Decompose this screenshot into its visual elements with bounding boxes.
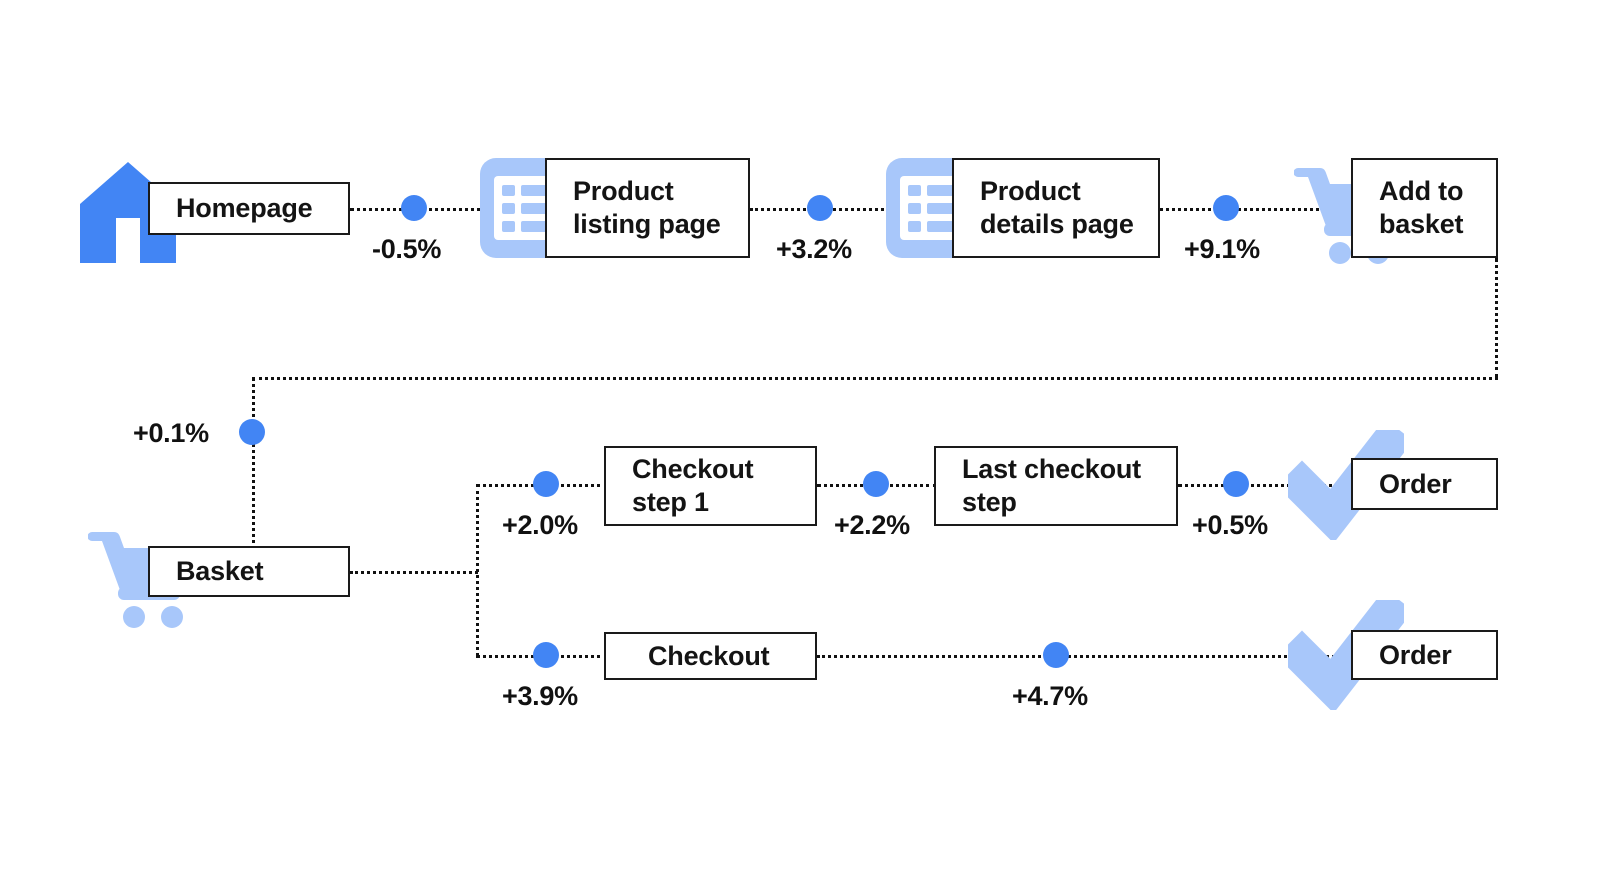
node-order-bottom[interactable]: Order	[1351, 630, 1498, 680]
node-label-checkout: Checkout	[648, 640, 770, 671]
connector-basket-horizontal	[252, 377, 1498, 380]
transition-label-basket-to-checkout: +3.9%	[502, 681, 578, 711]
step-dot-checkout-to-order[interactable]	[1043, 642, 1069, 668]
transition-label-details-to-basket: +9.1%	[1184, 234, 1260, 264]
node-checkout[interactable]: Checkout	[604, 632, 817, 680]
transition-label-add-to-basket-to-basket: +0.1%	[133, 418, 209, 448]
node-label-add-to-basket: Add to basket	[1379, 176, 1464, 239]
step-dot-basket-to-checkout1[interactable]	[533, 471, 559, 497]
step-dot-add-to-basket-to-basket[interactable]	[239, 419, 265, 445]
connector-basket-out	[350, 571, 478, 574]
node-label-order-bottom: Order	[1379, 639, 1452, 670]
node-label-checkout-step-1: Checkout step 1	[632, 454, 754, 517]
node-label-product-listing-page: Product listing page	[573, 176, 721, 239]
connector-basket-vertical-left	[252, 377, 255, 557]
node-label-order-top: Order	[1379, 468, 1452, 499]
node-label-homepage: Homepage	[176, 193, 313, 224]
step-dot-basket-to-checkout[interactable]	[533, 642, 559, 668]
connector-home-to-listing	[350, 208, 548, 211]
step-dot-listing-to-details[interactable]	[807, 195, 833, 221]
connector-basket-vertical-right	[1495, 258, 1498, 378]
transition-label-basket-to-checkout1: +2.0%	[502, 510, 578, 540]
node-checkout-step-1[interactable]: Checkout step 1	[604, 446, 817, 526]
node-label-basket: Basket	[176, 556, 264, 587]
connector-branch-vertical	[476, 484, 479, 656]
node-homepage[interactable]: Homepage	[148, 182, 350, 235]
transition-label-checkout-to-order: +4.7%	[1012, 681, 1088, 711]
node-last-checkout-step[interactable]: Last checkout step	[934, 446, 1178, 526]
step-dot-home-to-listing[interactable]	[401, 195, 427, 221]
connector-listing-to-details	[750, 208, 955, 211]
node-label-last-checkout-step: Last checkout step	[962, 454, 1141, 517]
step-dot-details-to-basket[interactable]	[1213, 195, 1239, 221]
node-label-product-details-page: Product details page	[980, 176, 1134, 239]
transition-label-last-to-order: +0.5%	[1192, 510, 1268, 540]
transition-label-checkout1-to-last: +2.2%	[834, 510, 910, 540]
connector-checkout-to-order	[817, 655, 1359, 658]
node-product-listing-page[interactable]: Product listing page	[545, 158, 750, 258]
transition-label-listing-to-details: +3.2%	[776, 234, 852, 264]
step-dot-last-to-order[interactable]	[1223, 471, 1249, 497]
step-dot-checkout1-to-last[interactable]	[863, 471, 889, 497]
node-add-to-basket[interactable]: Add to basket	[1351, 158, 1498, 258]
node-product-details-page[interactable]: Product details page	[952, 158, 1160, 258]
connector-last-to-order	[1178, 484, 1358, 487]
transition-label-home-to-listing: -0.5%	[372, 234, 442, 264]
node-order-top[interactable]: Order	[1351, 458, 1498, 510]
connector-details-to-basket	[1160, 208, 1355, 211]
node-basket[interactable]: Basket	[148, 546, 350, 597]
